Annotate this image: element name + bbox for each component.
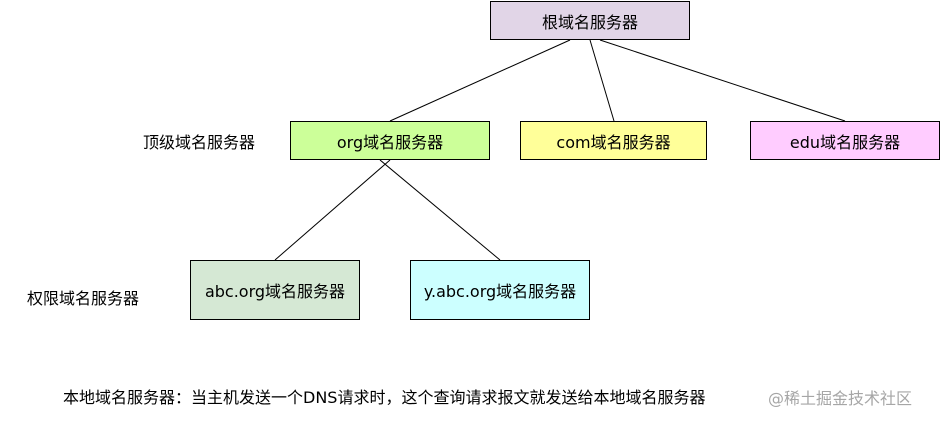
- y-abc-org-name-server-node: y.abc.org域名服务器: [410, 260, 590, 320]
- root-name-server-node: 根域名服务器: [490, 1, 690, 40]
- com-name-server-node: com域名服务器: [520, 121, 707, 160]
- top-level-tier-label: 顶级域名服务器: [143, 133, 256, 152]
- edu-name-server-node: edu域名服务器: [750, 121, 940, 160]
- org-name-server-node: org域名服务器: [290, 121, 490, 160]
- edge-org-abc: [274, 159, 391, 261]
- edge-root-edu: [599, 39, 846, 122]
- abc-org-name-server-label: abc.org域名服务器: [204, 282, 346, 301]
- edu-name-server-label: edu域名服务器: [789, 132, 901, 152]
- edge-org-yabc: [379, 159, 501, 261]
- com-name-server-label: com域名服务器: [556, 132, 671, 152]
- edge-root-com: [589, 39, 615, 122]
- org-name-server-label: org域名服务器: [336, 132, 444, 152]
- y-abc-org-name-server-label: y.abc.org域名服务器: [423, 282, 577, 301]
- authoritative-tier-label: 权限域名服务器: [27, 289, 140, 308]
- root-name-server-label: 根域名服务器: [541, 12, 638, 32]
- abc-org-name-server-node: abc.org域名服务器: [190, 260, 360, 320]
- local-dns-footnote: 本地域名服务器：当主机发送一个DNS请求时，这个查询请求报文就发送给本地域名服务…: [63, 388, 706, 407]
- watermark: @稀土掘金技术社区: [768, 389, 913, 408]
- edge-root-org: [389, 39, 571, 122]
